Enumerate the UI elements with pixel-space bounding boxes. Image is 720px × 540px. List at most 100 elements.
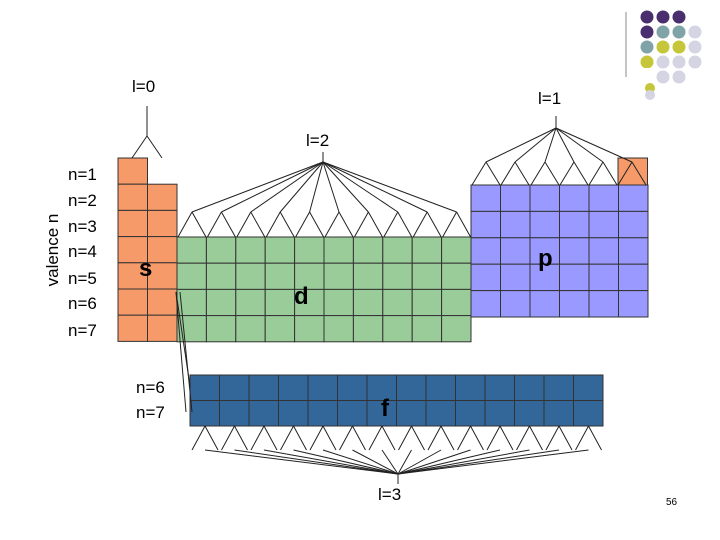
f-block-cell bbox=[543, 374, 574, 401]
row-label-n7: n=7 bbox=[68, 321, 97, 340]
d-block-cell bbox=[264, 288, 296, 317]
d-block-cell bbox=[382, 315, 413, 343]
branch-line bbox=[191, 161, 324, 213]
branch-line bbox=[544, 127, 557, 163]
p-block-cell bbox=[500, 263, 531, 292]
branch-line bbox=[471, 161, 487, 186]
branch-line bbox=[220, 211, 236, 238]
p-block-cell bbox=[618, 290, 649, 318]
branch-line bbox=[426, 211, 442, 238]
branch-line bbox=[440, 425, 455, 451]
f-block-cell bbox=[484, 374, 515, 401]
f-block-cell bbox=[573, 400, 604, 427]
p-block-cell bbox=[529, 290, 560, 318]
p-block-cell bbox=[500, 237, 531, 265]
s-block-cell bbox=[117, 157, 148, 185]
branch-line bbox=[555, 127, 633, 163]
p-block-cell bbox=[529, 184, 560, 212]
branch-line bbox=[383, 211, 399, 238]
branch-line bbox=[339, 425, 353, 451]
branch-line bbox=[221, 161, 324, 213]
branch-line bbox=[338, 211, 354, 238]
d-block-cell bbox=[205, 288, 237, 317]
branch-line bbox=[575, 425, 589, 451]
d-block-cell bbox=[382, 262, 413, 290]
f-block-cell bbox=[396, 374, 427, 401]
f-block-cell bbox=[248, 374, 279, 401]
branch-line bbox=[499, 425, 514, 451]
branch-line bbox=[322, 161, 399, 213]
d-block-cell bbox=[264, 236, 296, 264]
branch-line bbox=[279, 161, 324, 213]
f-block-cell bbox=[219, 400, 250, 427]
d-block-cell bbox=[411, 236, 443, 264]
row-label-n6: n=6 bbox=[68, 294, 97, 313]
deco-dot bbox=[672, 40, 686, 54]
p-block-cell bbox=[559, 210, 590, 239]
f-block-cell bbox=[278, 374, 309, 401]
deco-dot bbox=[656, 10, 670, 24]
deco-dot bbox=[656, 25, 670, 39]
branch-line bbox=[204, 449, 399, 475]
branch-line bbox=[559, 161, 575, 186]
branch-line bbox=[573, 161, 589, 186]
d-block-letter: d bbox=[294, 283, 309, 310]
f-block-cell bbox=[307, 400, 338, 427]
p-block-cell bbox=[529, 210, 560, 239]
s-block-cell bbox=[147, 236, 178, 264]
deco-dot bbox=[640, 25, 654, 39]
d-block-cell bbox=[411, 288, 443, 317]
branch-line bbox=[279, 211, 295, 238]
branch-line bbox=[131, 135, 148, 159]
p-block-cell bbox=[559, 263, 590, 292]
branch-line bbox=[191, 425, 206, 451]
d-block-cell bbox=[235, 315, 266, 343]
d-block-cell bbox=[323, 236, 354, 264]
branch-line bbox=[280, 425, 294, 451]
branch-line bbox=[397, 449, 530, 475]
branch-line bbox=[353, 211, 369, 238]
p-block bbox=[470, 157, 649, 318]
f-block-letter: f bbox=[381, 395, 390, 422]
branch-line bbox=[514, 161, 530, 186]
f-row-labels: n=6 n=7 bbox=[136, 378, 165, 422]
valence-axis-label: valence n bbox=[43, 214, 62, 287]
s-block-cell bbox=[117, 183, 148, 211]
branch-line bbox=[516, 425, 530, 451]
f-block-cell bbox=[573, 374, 604, 401]
p-block-cell bbox=[618, 263, 649, 292]
deco-dot bbox=[645, 90, 655, 100]
f-block-cell bbox=[248, 400, 279, 427]
deco-dot bbox=[656, 55, 670, 69]
l1-label: l=1 bbox=[538, 89, 561, 108]
d-block-cell bbox=[441, 262, 472, 290]
branch-line bbox=[485, 127, 557, 163]
branch-line bbox=[309, 161, 324, 213]
d-block-cell bbox=[352, 315, 384, 343]
d-block-cell bbox=[352, 288, 384, 317]
d-block-cell bbox=[352, 262, 384, 290]
f-block-cell bbox=[307, 374, 338, 401]
branch-line bbox=[265, 211, 281, 238]
d-block-cell bbox=[294, 315, 325, 343]
p-block-cell bbox=[470, 263, 501, 292]
s-block bbox=[117, 157, 178, 342]
p-block-cell bbox=[588, 210, 619, 239]
branch-line bbox=[457, 425, 471, 451]
d-block-cell bbox=[382, 288, 413, 317]
page-number: 56 bbox=[666, 497, 678, 508]
deco-dot bbox=[672, 10, 686, 24]
branch-line bbox=[263, 449, 399, 475]
d-block-cell bbox=[411, 315, 443, 343]
p-block-cell bbox=[470, 184, 501, 212]
f-block-cell bbox=[278, 400, 309, 427]
branch-line bbox=[485, 161, 501, 186]
row-label-n5: n=5 bbox=[68, 269, 97, 288]
branch-line bbox=[322, 161, 457, 213]
p-block-cell bbox=[588, 290, 619, 318]
s-block-cell bbox=[147, 314, 178, 342]
branch-line bbox=[309, 211, 325, 238]
branch-line bbox=[545, 425, 560, 451]
f-block-cell bbox=[514, 400, 545, 427]
d-block-cell bbox=[205, 262, 237, 290]
